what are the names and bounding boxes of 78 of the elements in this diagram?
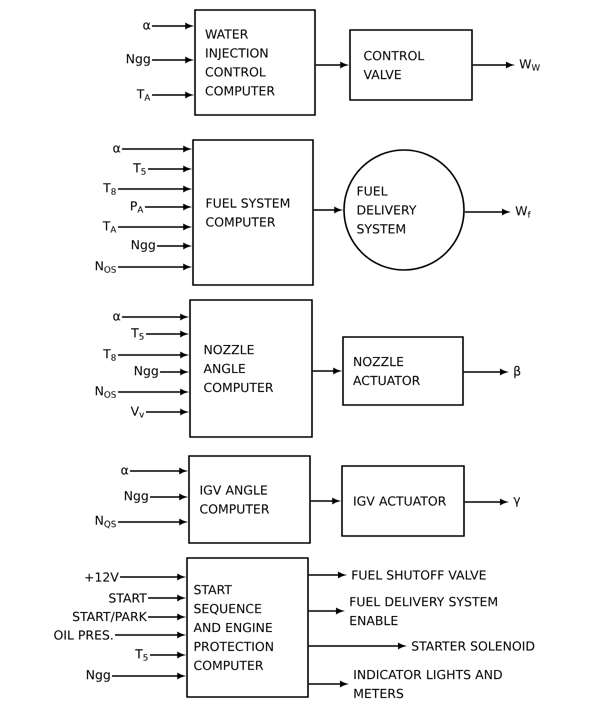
arrow (310, 498, 340, 504)
process-box: START SEQUENCE AND ENGINE PROTECTION COMPUTER (186, 557, 309, 698)
arrow (115, 632, 184, 638)
arrow (464, 499, 507, 505)
signal-label: N$_{OS}$ (96, 386, 116, 398)
arrow (308, 608, 343, 614)
signal-label: T$_{8}$ (103, 183, 116, 195)
signal-label: +12V (85, 572, 119, 582)
arrow (308, 572, 345, 578)
arrow (146, 409, 188, 415)
output-label: FUEL DELIVERY SYSTEM ENABLE (350, 596, 497, 626)
output-label: β (514, 366, 520, 378)
signal-label: Ngg (134, 366, 158, 378)
signal-label: T$_{8}$ (103, 349, 116, 361)
process-box: NOZZLE ANGLE COMPUTER (189, 299, 313, 438)
arrow (472, 62, 513, 68)
signal-label: T$_{5}$ (131, 328, 144, 340)
arrow (112, 673, 184, 679)
arrow (148, 595, 184, 601)
signal-label: V$_{v}$ (130, 406, 144, 418)
output-label: STARTER SOLENOID (412, 641, 534, 651)
process-box: NOZZLE ACTUATOR (342, 336, 464, 406)
arrow (160, 369, 188, 375)
arrow (148, 614, 184, 620)
signal-label: START (109, 593, 147, 603)
signal-label: T$_{5}$ (133, 163, 146, 175)
signal-label: OIL PRES. (54, 630, 112, 640)
arrow (308, 643, 405, 649)
arrow (146, 331, 188, 337)
arrow (152, 92, 192, 98)
signal-label: T$_{5}$ (135, 649, 148, 661)
arrow (157, 243, 190, 249)
signal-label: α (113, 313, 120, 321)
arrow (312, 368, 340, 374)
signal-label: START/PARK (72, 612, 148, 622)
process-box: IGV ACTUATOR (341, 465, 465, 537)
signal-label: T$_{A}$ (102, 221, 116, 233)
signal-label: N$_{OS}$ (96, 261, 116, 273)
arrow (152, 23, 192, 29)
process-box: WATER INJECTION CONTROL COMPUTER (194, 9, 316, 116)
signal-label: α (113, 145, 120, 153)
signal-label: N$_{QS}$ (96, 516, 116, 528)
arrow (464, 369, 507, 375)
arrow (150, 494, 186, 500)
arrow (118, 519, 186, 525)
arrow (314, 207, 342, 213)
arrow (118, 224, 190, 230)
process-box: FUEL SYSTEM COMPUTER (192, 139, 314, 286)
arrow (464, 209, 509, 215)
arrow (118, 186, 190, 192)
arrow (150, 652, 184, 658)
process-box: CONTROL VALVE (349, 29, 473, 101)
arrow (118, 389, 188, 395)
arrow (120, 574, 184, 580)
output-label: FUEL SHUTOFF VALVE (352, 570, 486, 580)
signal-label: T$_{A}$ (136, 89, 150, 101)
process-box: IGV ANGLE COMPUTER (188, 455, 311, 544)
signal-label: α (121, 467, 128, 475)
output-label: INDICATOR LIGHTS AND METERS (354, 670, 502, 698)
arrow (122, 146, 190, 152)
arrow (152, 57, 192, 63)
output-label: γ (513, 497, 520, 507)
arrow (118, 352, 188, 358)
arrow (118, 264, 190, 270)
arrow (308, 681, 347, 687)
arrow (130, 468, 186, 474)
output-label: W$_{f}$ (516, 206, 531, 218)
output-label: W$_{W}$ (520, 59, 540, 71)
arrow (122, 314, 188, 320)
arrow (145, 204, 190, 210)
signal-label: Ngg (132, 240, 155, 252)
signal-label: Ngg (126, 54, 150, 66)
signal-label: α (143, 22, 150, 30)
signal-label: Ngg (86, 670, 110, 682)
arrow (148, 166, 190, 172)
signal-label: P$_{A}$ (131, 201, 144, 213)
signal-label: Ngg (124, 491, 148, 503)
arrow (316, 62, 348, 68)
